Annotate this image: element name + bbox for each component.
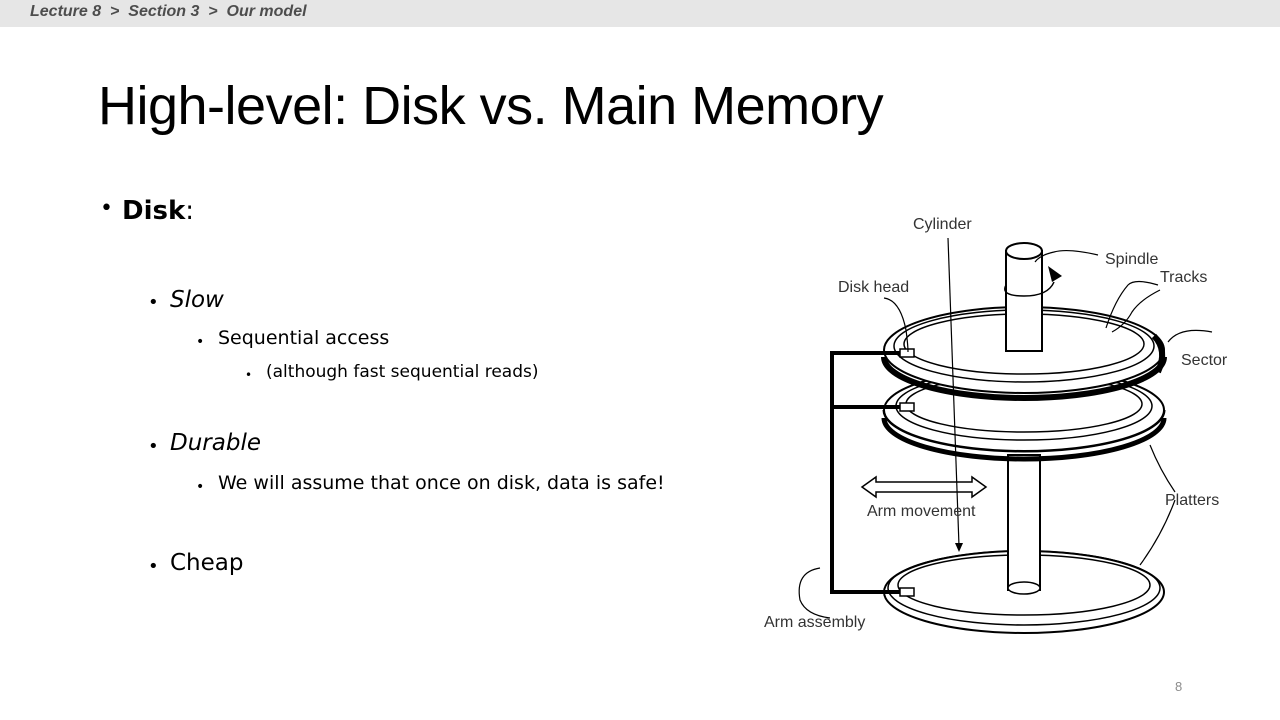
label-tracks: Tracks	[1160, 269, 1207, 286]
bullet-sequential: Sequential access	[218, 327, 390, 349]
arm-movement-arrow-icon	[860, 475, 988, 499]
bullet-although: (although fast sequential reads)	[266, 362, 539, 382]
breadcrumb-page[interactable]: Our model	[226, 3, 307, 20]
spindle-upper	[1005, 250, 1043, 352]
bullet-assume: We will assume that once on disk, data i…	[218, 472, 665, 494]
bullet-although-dot: •	[245, 364, 252, 384]
label-sector: Sector	[1181, 352, 1228, 369]
disk-heads	[899, 348, 915, 597]
breadcrumb-separator: >	[208, 3, 218, 20]
spindle-lower	[1007, 454, 1041, 591]
cylinder-arrowhead-icon	[955, 543, 963, 552]
label-platters: Platters	[1165, 492, 1219, 509]
bullet-dot-icon: •	[100, 196, 113, 221]
bullet-cheap-dot: •	[148, 552, 159, 578]
bullet-disk: • Disk:	[100, 196, 195, 226]
breadcrumb-bar: Lecture 8 > Section 3 > Our model	[0, 0, 1280, 27]
bullet-durable: Durable	[170, 430, 261, 456]
rotation-arrow-icon	[1004, 281, 1055, 297]
breadcrumb-separator: >	[110, 3, 120, 20]
bullet-dot-icon: •	[245, 368, 253, 382]
label-disk-head: Disk head	[838, 279, 909, 296]
label-cylinder: Cylinder	[913, 216, 972, 233]
breadcrumb: Lecture 8 > Section 3 > Our model	[30, 3, 307, 21]
breadcrumb-lecture[interactable]: Lecture 8	[30, 3, 102, 20]
bullet-slow: Slow	[170, 287, 224, 313]
bullet-sequential-dot: •	[196, 329, 204, 351]
disk-colon: :	[185, 196, 195, 226]
arm-assembly	[830, 351, 902, 594]
bullet-assume-dot: •	[196, 474, 204, 496]
label-spindle: Spindle	[1105, 251, 1158, 268]
disk-label: Disk	[122, 196, 186, 226]
label-arm-movement: Arm movement	[867, 503, 976, 520]
bullet-dot-icon: •	[196, 334, 205, 350]
bullet-dot-icon: •	[148, 436, 159, 457]
breadcrumb-section[interactable]: Section 3	[128, 3, 200, 20]
bullet-cheap: Cheap	[170, 550, 244, 576]
slide-title: High-level: Disk vs. Main Memory	[98, 76, 884, 136]
bullet-slow-dot: •	[148, 288, 159, 314]
page-number: 8	[1175, 679, 1183, 694]
leader-lines	[798, 237, 1213, 619]
bullet-dot-icon: •	[148, 292, 159, 313]
bullet-durable-dot: •	[148, 432, 159, 458]
rotation-arrowhead-icon	[1048, 266, 1062, 282]
label-arm-assembly: Arm assembly	[764, 614, 865, 631]
bullet-dot-icon: •	[148, 556, 159, 577]
bullet-dot-icon: •	[196, 479, 205, 495]
